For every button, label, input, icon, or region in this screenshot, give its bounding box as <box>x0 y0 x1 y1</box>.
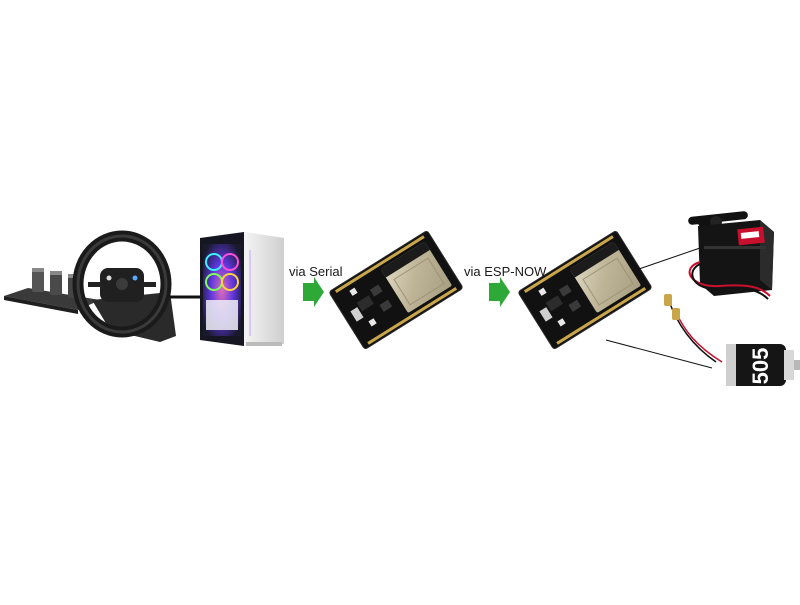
flow-arrow-1 <box>303 277 324 307</box>
link-label-serial: via Serial <box>289 264 343 279</box>
link-label-espnow: via ESP-NOW <box>464 264 547 279</box>
signal-wires <box>605 247 713 369</box>
servo-motor <box>688 211 774 300</box>
esp32-board-receiver <box>518 231 652 349</box>
pc-tower <box>200 232 284 346</box>
steering-wheel <box>72 230 176 342</box>
esp32-board-sender <box>329 231 463 349</box>
motor-print: 505 <box>748 348 773 385</box>
flow-arrow-2 <box>489 277 510 307</box>
dc-motor: 505 <box>664 294 800 386</box>
